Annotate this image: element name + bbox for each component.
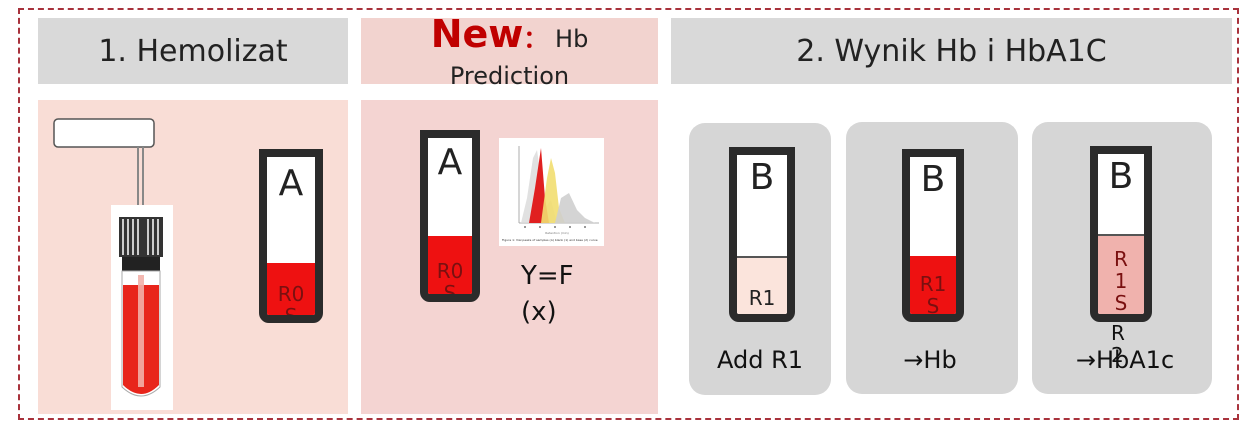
header-result-label: 2. Wynik Hb i HbA1C bbox=[796, 33, 1107, 69]
tube-b3-overflow-label: R 2 bbox=[1111, 321, 1125, 367]
svg-text:Retention (min): Retention (min) bbox=[545, 231, 568, 235]
new-word: New bbox=[430, 12, 524, 56]
tube-b-add-r1: B R1 bbox=[729, 147, 795, 322]
header-result: 2. Wynik Hb i HbA1C bbox=[671, 18, 1232, 84]
tube-letter: A bbox=[437, 142, 463, 183]
tube-letter: B bbox=[749, 157, 775, 198]
caption-hba1c: →HbA1c bbox=[1075, 346, 1175, 374]
header-hemolizat-label: 1. Hemolizat bbox=[98, 33, 288, 69]
new-rest-line2: Prediction bbox=[449, 62, 570, 90]
tube-letter: A bbox=[278, 163, 304, 204]
tube-letter: B bbox=[1108, 156, 1134, 197]
header-hemolizat: 1. Hemolizat bbox=[38, 18, 348, 84]
formula-text: Y=F (x) bbox=[521, 261, 574, 327]
tube-letter: B bbox=[920, 159, 946, 200]
blood-tube-illustration bbox=[53, 118, 173, 410]
new-rest-line1: Hb bbox=[555, 25, 589, 53]
tube-label: R 1 S bbox=[1114, 247, 1128, 315]
thumbnail-caption: Figure 1: Vial peaks of samples (A) blan… bbox=[502, 238, 598, 242]
tube-b-hba1c: B R 1 S bbox=[1090, 146, 1152, 322]
dashed-frame bbox=[18, 8, 1239, 420]
new-colon: ： bbox=[523, 25, 548, 53]
tube-label: R1 bbox=[748, 286, 776, 310]
label-tag bbox=[53, 118, 155, 148]
header-new-prediction: New： Hb Prediction bbox=[361, 14, 658, 90]
caption-add-r1: Add R1 bbox=[716, 346, 804, 374]
chart-thumbnail: Retention (min) Figure 1: Vial peaks of … bbox=[499, 138, 604, 246]
caption-hb: →Hb bbox=[903, 346, 957, 374]
